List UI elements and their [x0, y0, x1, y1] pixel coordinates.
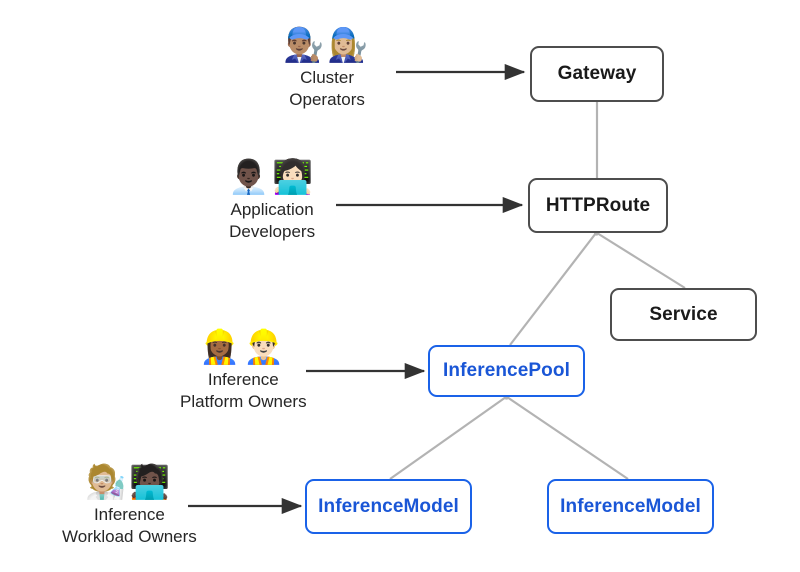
node-inferencemodel-left-label: InferenceModel: [318, 495, 459, 517]
persona-cluster-operators-line1: Cluster: [300, 68, 355, 87]
persona-arrows: [188, 63, 526, 515]
persona-inference-workload-owners: 🧑🏼‍🔬🧑🏿‍💻 Inference Workload Owners: [62, 465, 197, 548]
scientist-icon technologist-icon: 🧑🏼‍🔬🧑🏿‍💻: [85, 462, 174, 501]
node-service-label: Service: [649, 303, 718, 325]
persona-application-developers-label: Application Developers: [229, 199, 315, 243]
persona-inference-platform-owners: 👷🏾‍♀️👷🏻‍♂️ Inference Platform Owners: [180, 330, 307, 413]
persona-application-developers-line2: Developers: [229, 221, 316, 241]
node-inferencemodel-left[interactable]: InferenceModel: [305, 479, 472, 534]
node-gateway[interactable]: Gateway: [530, 46, 664, 102]
persona-cluster-operators: 👨🏽‍🔧👩🏼‍🔧 Cluster Operators: [283, 28, 371, 111]
edge-httproute-inferencepool: [509, 232, 597, 346]
node-service[interactable]: Service: [610, 288, 757, 341]
node-inferencemodel-right-label: InferenceModel: [560, 495, 701, 517]
persona-cluster-operators-line2: Operators: [289, 89, 365, 109]
man-mechanic-icon woman-mechanic-icon: 👨🏽‍🔧👩🏼‍🔧: [283, 25, 372, 64]
node-inferencepool-label: InferencePool: [443, 360, 570, 381]
persona-inference-workload-owners-line1: Inference: [93, 505, 165, 524]
persona-inference-platform-owners-line1: Inference: [207, 370, 279, 389]
woman-construction-worker-icon man-construction-worker-icon: 👷🏾‍♀️👷🏻‍♂️: [199, 327, 288, 366]
node-gateway-label: Gateway: [557, 63, 637, 84]
persona-inference-platform-owners-label: Inference Platform Owners: [180, 369, 307, 413]
persona-inference-platform-owners-line2: Platform Owners: [180, 391, 307, 411]
persona-inference-workload-owners-line2: Workload Owners: [62, 526, 197, 546]
node-inferencemodel-right[interactable]: InferenceModel: [547, 479, 714, 534]
node-httproute[interactable]: HTTPRoute: [528, 178, 668, 233]
persona-application-developers-line1: Application: [230, 200, 314, 219]
persona-application-developers: 👨🏿‍💼👩🏻‍💻 Application Developers: [228, 160, 316, 243]
node-inferencepool[interactable]: InferencePool: [428, 345, 585, 397]
man-office-worker-icon woman-technologist-icon: 👨🏿‍💼👩🏻‍💻: [228, 157, 317, 196]
edge-httproute-service: [596, 232, 686, 289]
edge-inferencepool-inferencemodel-left: [389, 396, 507, 480]
persona-inference-workload-owners-label: Inference Workload Owners: [62, 504, 197, 548]
persona-cluster-operators-label: Cluster Operators: [289, 67, 365, 111]
edge-inferencepool-inferencemodel-right: [506, 396, 629, 480]
node-httproute-label: HTTPRoute: [545, 194, 651, 216]
